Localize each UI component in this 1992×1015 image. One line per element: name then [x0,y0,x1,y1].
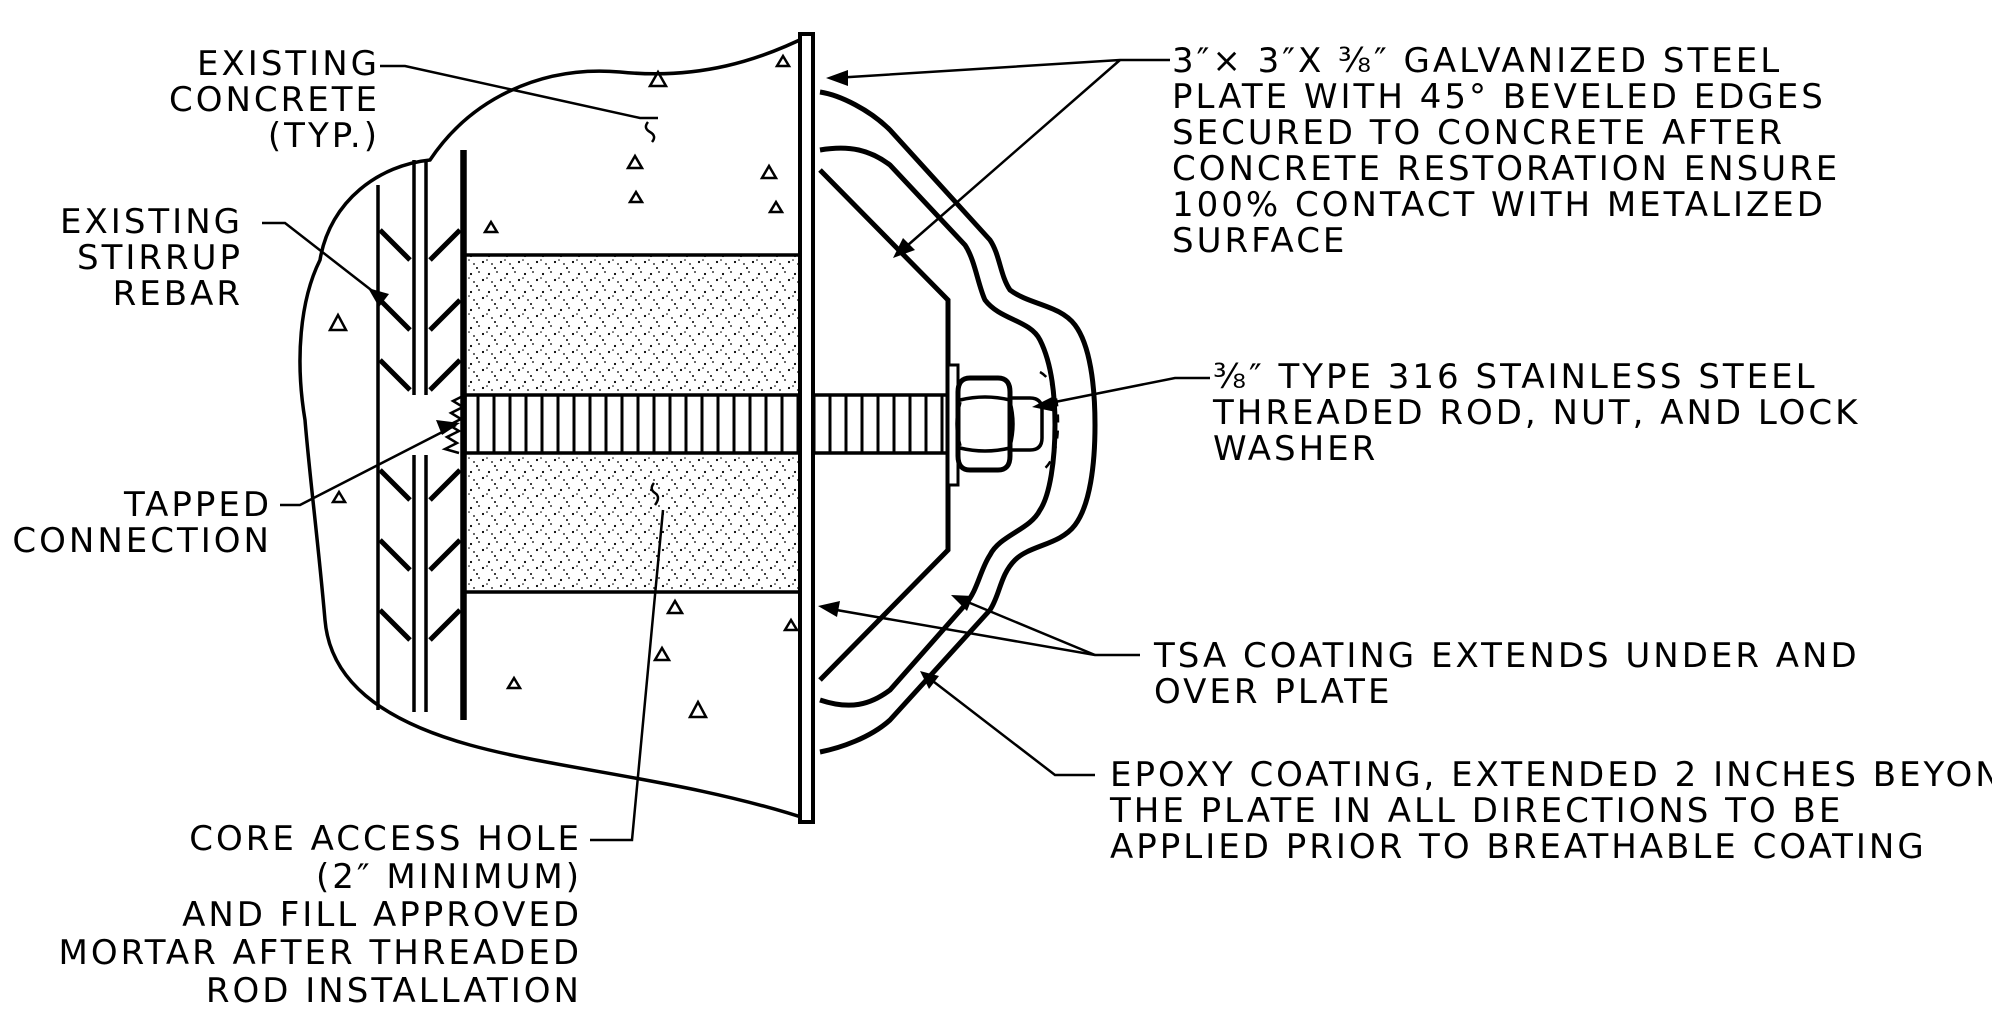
tsa-coating-line: OVER PLATE [1154,672,1392,712]
core-access-hole-line: CORE ACCESS HOLE [189,819,582,859]
steel-plate-line: 100% CONTACT WITH METALIZED [1172,185,1826,225]
leader-core-tick [650,482,660,506]
arrowheads [368,70,1056,689]
leader-tapped [280,423,457,507]
leader-stirrup [262,221,376,294]
tapped-connection-line: CONNECTION [12,521,272,561]
label-core-access-hole: CORE ACCESS HOLE(2″ MINIMUM)AND FILL APP… [58,819,582,1011]
leader-existing-concrete [380,64,658,120]
existing-concrete-line: EXISTING [197,44,380,84]
existing-concrete-line: (TYP.) [268,116,380,156]
mortar-fill-bottom [465,455,800,590]
leader-tsa-2 [957,596,1096,657]
epoxy-coating-line: APPLIED PRIOR TO BREATHABLE COATING [1110,827,1927,867]
threaded-rod [441,393,960,455]
leader-core-hole [590,509,665,842]
leader-lines [262,58,1210,842]
steel-plate [798,32,815,824]
leader-epoxy [924,674,1095,777]
core-access-hole-line: MORTAR AFTER THREADED [58,933,582,973]
label-epoxy-coating: EPOXY COATING, EXTENDED 2 INCHES BEYONDT… [1109,755,1992,867]
steel-plate-line: PLATE WITH 45° BEVELED EDGES [1172,77,1826,117]
mortar-fill-top [465,255,800,393]
leader-plate-2 [899,59,1121,253]
steel-plate-line: CONCRETE RESTORATION ENSURE [1172,149,1840,189]
rebar-deformations [378,228,462,642]
core-access-hole-line: (2″ MINIMUM) [316,857,582,897]
steel-plate-line: SURFACE [1172,221,1347,261]
leader-plate-1 [833,58,1170,80]
existing-stirrup-line: EXISTING [60,202,243,242]
concrete-aggregate-marks [327,53,800,719]
threaded-rod-line: ⅜″ TYPE 316 STAINLESS STEEL [1213,357,1818,397]
core-access-hole-line: ROD INSTALLATION [206,971,582,1011]
core-access-hole-line: AND FILL APPROVED [182,895,582,935]
tsa-coating-outer [819,145,1058,708]
steel-plate-line: 3″× 3″X ⅜″ GALVANIZED STEEL [1172,41,1782,81]
tapped-connection-line: TAPPED [123,485,272,525]
threaded-rod-line: THREADED ROD, NUT, AND LOCK [1212,393,1860,433]
epoxy-coating [819,89,1098,755]
stirrup-rebar [376,150,464,720]
threaded-rod-line: WASHER [1213,429,1378,469]
existing-concrete-line: CONCRETE [169,80,380,120]
concrete-outline [298,32,812,823]
existing-stirrup-line: STIRRUP [77,238,243,278]
steel-plate-line: SECURED TO CONCRETE AFTER [1172,113,1785,153]
hex-nut [955,375,1044,473]
epoxy-coating-line: THE PLATE IN ALL DIRECTIONS TO BE [1109,791,1843,831]
leader-concrete-tick [644,121,656,143]
nut-clearance-dash [1039,370,1060,474]
leader-rod [1039,376,1210,407]
epoxy-coating-line: EPOXY COATING, EXTENDED 2 INCHES BEYOND [1110,755,1992,795]
tsa-coating-line: TSA COATING EXTENDS UNDER AND [1153,636,1860,676]
existing-stirrup-line: REBAR [113,274,243,314]
